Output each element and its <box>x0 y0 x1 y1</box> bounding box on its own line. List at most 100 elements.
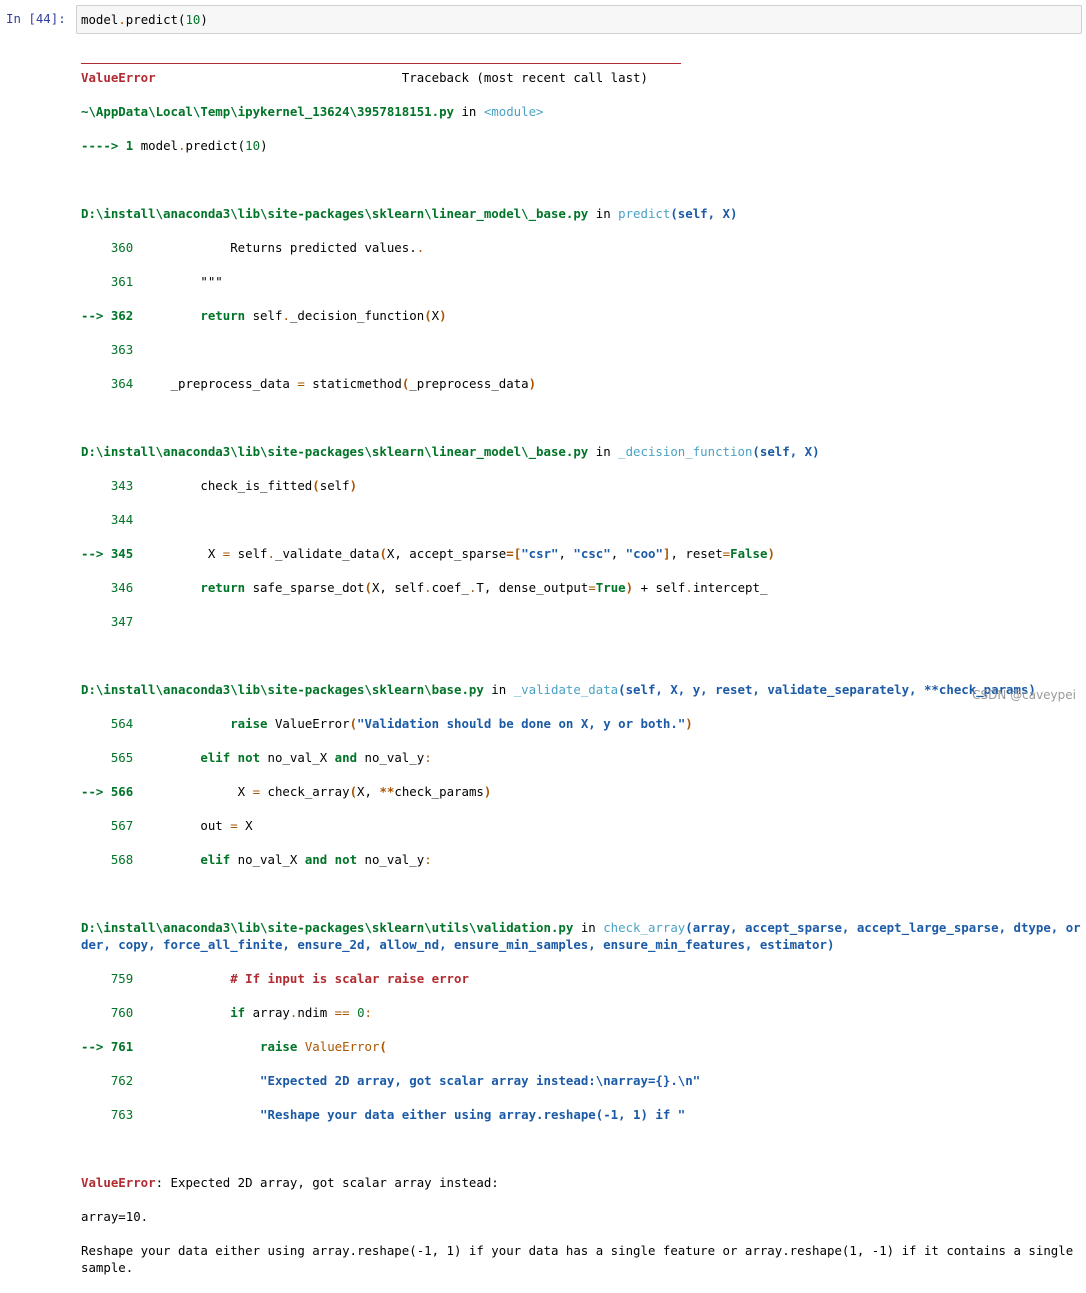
code-token: intercept_ <box>692 580 768 595</box>
module-frame-header: ~\AppData\Local\Temp\ipykernel_13624\395… <box>81 103 1081 120</box>
code-token: X <box>207 546 223 561</box>
code-token: X <box>237 818 253 833</box>
code-token: =[ <box>506 546 522 561</box>
frame-in: in <box>588 444 619 459</box>
line-number: 760 <box>81 1005 134 1020</box>
frame-file-path: D:\install\anaconda3\lib\site-packages\s… <box>81 920 574 935</box>
frame1-header: D:\install\anaconda3\lib\site-packages\s… <box>81 205 1081 222</box>
code-token: no_val_X <box>260 750 335 765</box>
code-token: predict( <box>185 138 246 153</box>
watermark: CSDN @caveypei <box>972 688 1076 702</box>
code-token: no_val_y <box>357 750 425 765</box>
blank-line <box>81 647 1081 664</box>
code-string: "Reshape your data either using array.re… <box>260 1107 686 1122</box>
code-token: X, <box>357 784 380 799</box>
blank-line <box>81 885 1081 902</box>
code-token: . <box>424 580 432 595</box>
code-keyword: and <box>304 852 328 867</box>
source-line: 567 out = X <box>81 817 1081 834</box>
frame-in: in <box>483 682 514 697</box>
code-token: ) <box>685 716 693 731</box>
source-line: 363 <box>81 341 1081 358</box>
code-string: "csr" <box>521 546 559 561</box>
code-token: check_params <box>394 784 484 799</box>
traceback-label: Traceback (most recent call last) <box>401 70 648 85</box>
code-token: ValueError <box>267 716 350 731</box>
code-token: == <box>334 1005 350 1020</box>
frame-in: in <box>573 920 604 935</box>
line-number: 565 <box>81 750 134 765</box>
code-token: safe_sparse_dot <box>245 580 365 595</box>
code-string: "coo" <box>625 546 663 561</box>
frame3-header: D:\install\anaconda3\lib\site-packages\s… <box>81 681 1081 698</box>
final-error-line: ValueError: Expected 2D array, got scala… <box>81 1174 1081 1191</box>
code-token: predict( <box>125 12 186 27</box>
code-token: . <box>118 12 126 27</box>
code-token: _decision_function <box>289 308 425 323</box>
frame-function: predict <box>618 206 671 221</box>
code-token: . <box>267 546 275 561</box>
frame-file-path: D:\install\anaconda3\lib\site-packages\s… <box>81 682 484 697</box>
code-string: "Expected 2D array, got scalar array ins… <box>260 1073 701 1088</box>
code-token: no_val_y <box>357 852 425 867</box>
line-number: 343 <box>81 478 134 493</box>
code-keyword: elif <box>200 750 231 765</box>
error-type: ValueError <box>81 70 156 85</box>
code-token: out <box>200 818 231 833</box>
code-token: array <box>245 1005 290 1020</box>
code-keyword: elif <box>200 852 231 867</box>
frame-in: in <box>588 206 619 221</box>
module-frame-line: ----> 1 model.predict(10) <box>81 137 1081 154</box>
error-message: : Expected 2D array, got scalar array in… <box>155 1175 499 1190</box>
code-token: ( <box>379 1039 387 1054</box>
line-number: 762 <box>81 1073 134 1088</box>
line-number: 364 <box>81 376 134 391</box>
code-token: staticmethod <box>304 376 402 391</box>
blank-line <box>81 1140 1081 1157</box>
code-token: , reset <box>670 546 723 561</box>
line-number: 363 <box>81 342 134 357</box>
code-keyword: and <box>334 750 358 765</box>
source-line-current: --> 566 X = check_array(X, **check_param… <box>81 783 1081 800</box>
code-token: , <box>610 546 626 561</box>
code-token: : <box>424 852 432 867</box>
line-number: 360 <box>81 240 134 255</box>
frame-in: in <box>454 104 484 119</box>
code-token: = <box>297 376 305 391</box>
code-input-cell[interactable]: model.predict(10) <box>76 5 1082 34</box>
frame-function: check_array <box>603 920 686 935</box>
frame2-header: D:\install\anaconda3\lib\site-packages\s… <box>81 443 1081 460</box>
code-keyword: if <box>230 1005 246 1020</box>
code-token: . <box>468 580 477 595</box>
line-number: 344 <box>81 512 134 527</box>
line-number: 361 <box>81 274 134 289</box>
source-line: 759 # If input is scalar raise error <box>81 970 1081 987</box>
code-token: 10 <box>185 12 201 27</box>
code-token: X, accept_sparse <box>386 546 507 561</box>
code-keyword: raise <box>230 716 268 731</box>
code-token: = <box>722 546 731 561</box>
cell-prompt: In [44]: <box>6 11 66 26</box>
code-token: : <box>364 1005 372 1020</box>
source-line: 346 return safe_sparse_dot(X, self.coef_… <box>81 579 1081 596</box>
code-token: , <box>558 546 574 561</box>
source-line-current: --> 761 raise ValueError( <box>81 1038 1081 1055</box>
source-line: 762 "Expected 2D array, got scalar array… <box>81 1072 1081 1089</box>
code-token: ) <box>260 138 268 153</box>
frame-function: <module> <box>483 104 544 119</box>
frame-args: (self, X) <box>752 444 820 459</box>
code-string: "csc" <box>573 546 611 561</box>
code-token: . <box>289 1005 298 1020</box>
source-line: 361 """ <box>81 273 1081 290</box>
code-token: ) <box>200 12 208 27</box>
frame-function: _decision_function <box>618 444 753 459</box>
source-line: 763 "Reshape your data either using arra… <box>81 1106 1081 1123</box>
line-number: 763 <box>81 1107 134 1122</box>
source-line: 360 Returns predicted values.. <box>81 239 1081 256</box>
code-token: . <box>416 240 425 255</box>
code-token: ) <box>767 546 775 561</box>
code-token: check_is_fitted <box>200 478 313 493</box>
source-line-current: --> 362 return self._decision_function(X… <box>81 307 1081 324</box>
frame-file-path: ~\AppData\Local\Temp\ipykernel_13624\395… <box>81 104 454 119</box>
blank-line <box>81 409 1081 426</box>
